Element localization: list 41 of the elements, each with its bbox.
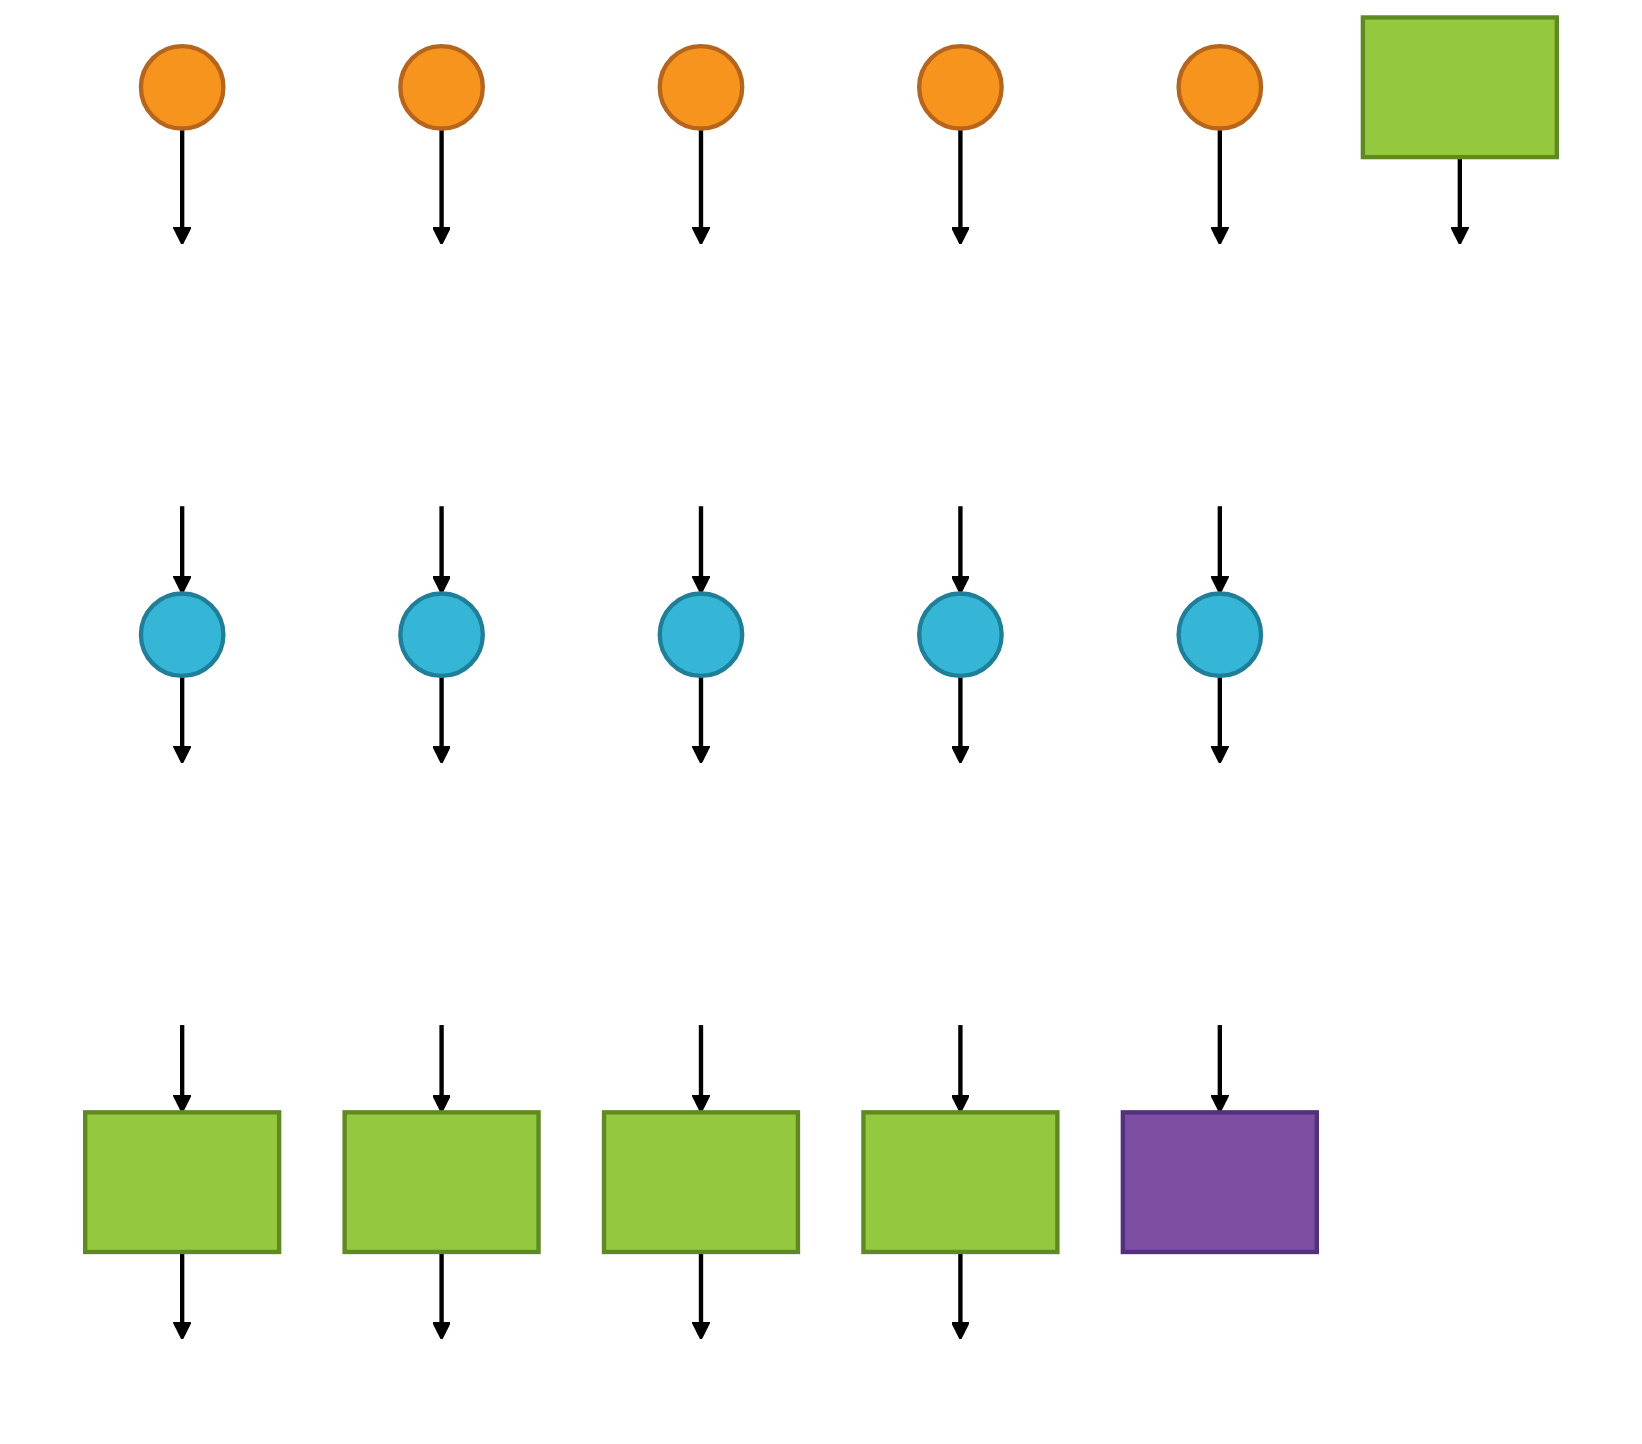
node-circle	[138, 591, 226, 679]
arrow	[691, 506, 711, 595]
arrow	[1450, 157, 1470, 246]
arrow	[431, 1252, 452, 1341]
arrow	[950, 675, 970, 765]
arrow	[691, 675, 711, 765]
node-circle	[1176, 591, 1264, 679]
arrow	[950, 1025, 970, 1114]
arrow	[691, 1025, 711, 1114]
arrow	[950, 506, 970, 595]
arrow	[950, 1252, 970, 1341]
arrow	[431, 128, 452, 246]
arrow	[172, 1252, 192, 1341]
arrow	[1210, 506, 1230, 595]
node-box	[342, 1110, 541, 1255]
node-circle	[657, 43, 745, 131]
arrow	[172, 506, 192, 595]
arrow	[1210, 1025, 1230, 1114]
arrow	[172, 675, 192, 765]
node-box	[601, 1110, 801, 1255]
arrow	[431, 506, 452, 595]
arrow	[431, 1025, 452, 1114]
arrow	[691, 128, 711, 246]
node-circle	[398, 43, 485, 131]
arrow	[691, 1252, 711, 1341]
node-box	[1120, 1110, 1319, 1255]
node-circle	[917, 591, 1004, 679]
node-circle	[138, 43, 226, 131]
node-circle	[1176, 43, 1264, 131]
node-circle	[657, 591, 745, 679]
node-box	[861, 1110, 1060, 1255]
node-circle	[917, 43, 1004, 131]
node-box	[83, 1110, 282, 1255]
node-circle	[398, 591, 485, 679]
arrow	[431, 675, 452, 765]
arrow	[1210, 675, 1230, 765]
arrow	[172, 1025, 192, 1114]
arrow	[172, 128, 192, 246]
arrow	[1210, 128, 1230, 246]
node-box	[1360, 15, 1559, 160]
arrow	[950, 128, 970, 246]
